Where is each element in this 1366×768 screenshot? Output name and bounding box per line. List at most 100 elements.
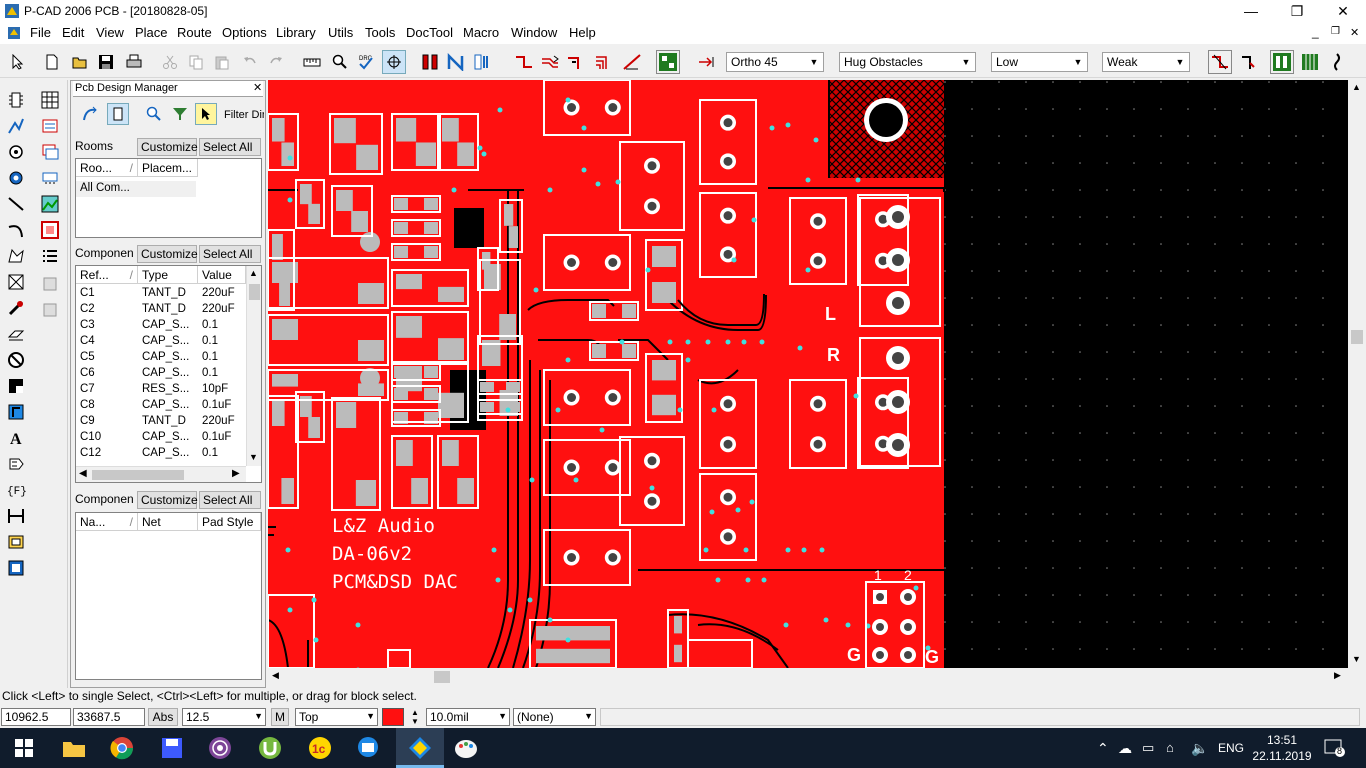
pcb-board-drawing[interactable]: L&Z Audio DA-06v2 PCM&DSD DAC L R G G 1 … [268,80,1348,668]
components-col-value[interactable]: Value [198,266,246,284]
doc-close-button[interactable]: ✕ [1350,27,1360,39]
scroll-thumb[interactable] [1351,330,1363,344]
components-col-type[interactable]: Type [138,266,198,284]
tor-taskbar-button[interactable] [206,734,234,762]
place-line-button[interactable] [3,192,29,216]
bus-route-button[interactable] [470,50,494,74]
scroll-down-icon[interactable]: ▼ [249,452,258,462]
place-connection-button[interactable] [3,114,29,138]
strength-select[interactable]: Weak▼ [1102,52,1190,72]
unroute-button[interactable] [1208,50,1232,74]
battery-icon[interactable]: ▭ [1142,740,1155,755]
m-button[interactable]: M [271,708,289,726]
close-button[interactable]: ✕ [1337,3,1349,19]
place-room-button[interactable] [3,374,29,398]
rooms-list[interactable]: Roo.../ Placem... All Com... [75,158,262,238]
menu-doctool[interactable]: DocTool [406,25,453,40]
scroll-down-icon[interactable]: ▼ [1352,654,1361,664]
tune-button[interactable] [592,50,616,74]
route-mode-select[interactable]: Ortho 45▼ [726,52,824,72]
scroll-right-icon[interactable]: ▶ [232,468,240,479]
y-coord-field[interactable]: 33687.5 [73,708,145,726]
fanout-button[interactable] [620,50,644,74]
print-button[interactable] [122,50,146,74]
menu-options[interactable]: Options [222,25,267,40]
menu-view[interactable]: View [96,25,124,40]
grid-select[interactable]: 12.5▼ [182,708,266,726]
level-select[interactable]: Low▼ [991,52,1088,72]
board-view-button[interactable] [656,50,680,74]
layer-select[interactable]: Top▼ [295,708,378,726]
menu-library[interactable]: Library [276,25,316,40]
table-button[interactable] [37,88,63,112]
components-view-button[interactable] [107,103,129,125]
place-plane-button[interactable] [3,322,29,346]
layers-button[interactable] [1270,50,1294,74]
close-icon[interactable]: ✕ [253,82,263,94]
save-button[interactable] [94,50,118,74]
layer-color-swatch[interactable] [382,708,404,726]
scroll-up-icon[interactable]: ▲ [1352,82,1361,92]
scroll-up-icon[interactable]: ▲ [249,268,258,278]
place-diagram-button[interactable] [3,556,29,580]
gray-tool-a-button[interactable] [37,272,63,296]
layer-spinner[interactable]: ▲▼ [411,708,419,726]
start-button[interactable] [10,734,38,762]
utorrent-taskbar-button[interactable] [256,734,284,762]
clock[interactable]: 13:51 22.11.2019 [1250,732,1314,764]
interactive-route-button[interactable] [444,50,468,74]
net-button[interactable] [1298,50,1322,74]
rooms-customize-button[interactable]: Customize [137,138,198,156]
miter-button[interactable] [564,50,588,74]
canvas-vscroll[interactable]: ▲ ▼ [1348,80,1366,668]
menu-tools[interactable]: Tools [365,25,396,40]
h-scroll-thumb[interactable] [434,671,450,683]
keepout-button[interactable] [37,218,63,242]
redo-button[interactable] [264,50,288,74]
measure-button[interactable] [300,50,324,74]
pads-list[interactable]: Na.../ Net Pad Style [75,512,262,680]
manual-route-button[interactable] [512,50,536,74]
minimize-button[interactable]: — [1244,3,1258,19]
place-cutout-button[interactable] [3,296,29,320]
net-select[interactable]: (None)▼ [513,708,596,726]
pads-select-all-button[interactable]: Select All [199,491,261,509]
nets-view-button[interactable] [79,103,101,125]
scroll-right-icon[interactable]: ▶ [1334,670,1341,680]
pcad-taskbar-button[interactable] [396,728,444,768]
pcb-canvas[interactable]: L&Z Audio DA-06v2 PCM&DSD DAC L R G G 1 … [268,80,1348,668]
scroll-thumb[interactable] [249,284,260,300]
rooms-select-all-button[interactable]: Select All [199,138,261,156]
menu-macro[interactable]: Macro [463,25,500,40]
push-route-button[interactable] [696,50,720,74]
volume-icon[interactable]: 🔈 [1191,740,1209,756]
place-arc-button[interactable] [3,218,29,242]
h-scroll-thumb[interactable] [92,470,184,480]
restore-button[interactable]: ❐ [1290,3,1304,19]
place-field-button[interactable] [3,400,29,424]
menu-place[interactable]: Place [135,25,168,40]
place-copper-pour-button[interactable] [3,270,29,294]
doc-restore-button[interactable]: ❐ [1331,26,1340,37]
menu-route[interactable]: Route [177,25,212,40]
open-button[interactable] [68,50,92,74]
components-customize-button[interactable]: Customize [137,245,198,263]
chrome-taskbar-button[interactable] [108,734,136,762]
corner-route-button[interactable] [1236,50,1260,74]
gray-tool-b-button[interactable] [37,298,63,322]
x-coord-field[interactable]: 10962.5 [1,708,71,726]
route-mode-button[interactable] [382,50,406,74]
canvas-hscroll[interactable]: ◀ ▶ [268,668,1348,686]
copy-button[interactable] [184,50,208,74]
menu-window[interactable]: Window [511,25,558,40]
pads-col-name[interactable]: Na.../ [76,513,138,531]
